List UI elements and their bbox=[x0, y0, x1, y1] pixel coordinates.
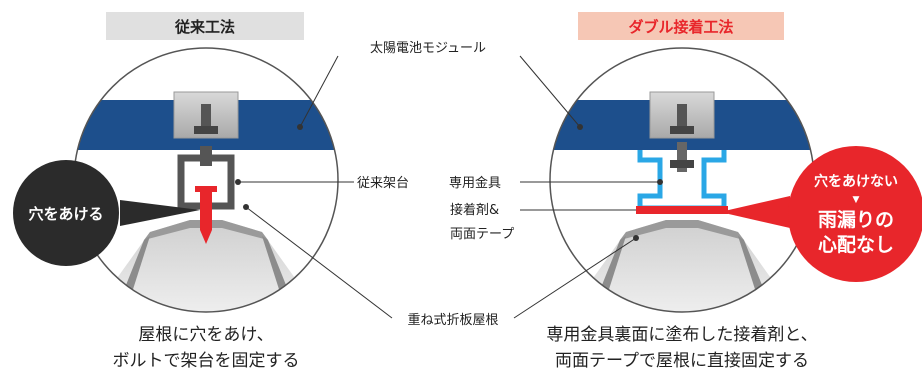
adhesive-strip bbox=[636, 206, 728, 214]
caption-conventional-line1: 屋根に穴をあけ、 bbox=[138, 325, 273, 345]
caption-conventional-line2: ボルトで架台を固定する bbox=[113, 351, 300, 371]
header-double-adhesive: ダブル接着工法 bbox=[578, 12, 784, 40]
caption-double-adhesive-line1: 専用金具裏面に塗布した接着剤と、 bbox=[546, 324, 817, 345]
header-conventional: 従来工法 bbox=[106, 12, 304, 40]
double-adhesive-illustration bbox=[549, 47, 815, 313]
caption-double-adhesive-line2: 両面テープで屋根に直接固定する bbox=[555, 351, 809, 371]
header-conventional-label: 従来工法 bbox=[174, 18, 235, 36]
header-double-adhesive-label: ダブル接着工法 bbox=[628, 18, 733, 36]
callout-drill-hole: 穴をあける bbox=[13, 160, 200, 266]
label-folded-roof: 重ね式折板屋根 bbox=[407, 312, 498, 328]
bolt bbox=[200, 192, 212, 244]
leader-lines bbox=[235, 55, 663, 319]
callout-no-hole-label: 穴をあけない bbox=[814, 173, 898, 190]
label-conventional-mount: 従来架台 bbox=[357, 176, 409, 191]
label-adhesive-line2: 両面テープ bbox=[450, 227, 514, 242]
label-solar-module: 太陽電池モジュール bbox=[370, 41, 486, 56]
callout-drill-hole-label: 穴をあける bbox=[28, 205, 103, 223]
label-adhesive-line1: 接着剤& bbox=[450, 202, 499, 218]
callout-no-leak: 穴をあけない ▼ 雨漏りの 心配なし bbox=[720, 146, 922, 282]
bolt-head bbox=[195, 186, 217, 192]
callout-arrow-icon: ▼ bbox=[853, 195, 860, 205]
callout-no-leak-line2: 心配なし bbox=[818, 234, 894, 256]
label-special-bracket: 専用金具 bbox=[449, 175, 501, 191]
callout-no-leak-line1: 雨漏りの bbox=[818, 209, 894, 231]
